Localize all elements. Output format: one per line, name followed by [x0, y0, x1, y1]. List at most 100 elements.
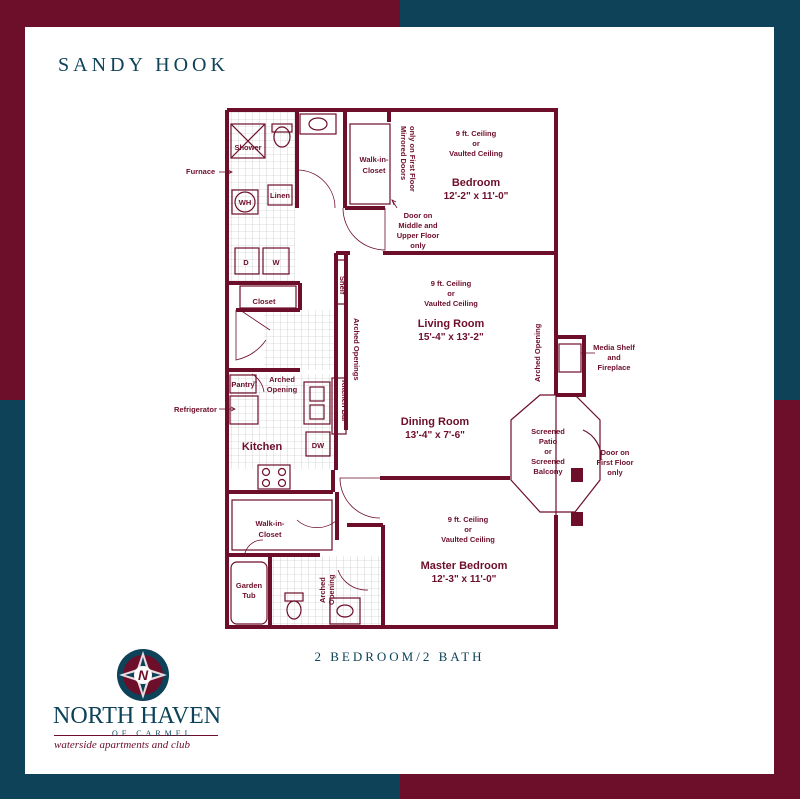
label-media-shelf-2: and — [607, 353, 621, 362]
dishwasher — [305, 431, 331, 457]
label-garden-tub-1: Garden — [236, 581, 263, 590]
label-master-bedroom-size: 12'-3" x 11'-0" — [432, 574, 497, 585]
label-living-room-size: 15'-4" x 13'-2" — [418, 332, 484, 343]
label-dining-room: Dining Room — [401, 416, 470, 428]
door-swings — [235, 169, 386, 591]
label-mirrored-doors-1: Mirrored Doors — [399, 126, 408, 180]
label-kitchen: Kitchen — [242, 441, 283, 453]
label-arched-opening-bath-1: Arched — [318, 577, 327, 603]
label-ceiling-living-2: or — [447, 289, 455, 298]
toilet-tank-1 — [271, 123, 293, 133]
label-screened-patio-4: Screened — [531, 457, 565, 466]
label-dining-room-size: 13'-4" x 7'-6" — [405, 430, 465, 441]
dryer — [234, 247, 260, 275]
label-pantry: Pantry — [231, 380, 255, 389]
balcony-bay — [510, 335, 602, 526]
media-shelf — [558, 343, 582, 373]
label-arched-opening-bath-2: Opening — [327, 574, 336, 605]
label-door-first-1: Door on — [601, 448, 630, 457]
floor-plan-panel: SANDY HOOK — [25, 27, 774, 774]
label-bedroom: Bedroom — [452, 177, 501, 189]
tile-floor-bath-2 — [271, 556, 383, 626]
label-ceiling-bedroom-2: or — [472, 139, 480, 148]
kitchen-bar — [331, 377, 347, 435]
double-sink — [303, 381, 331, 425]
label-door-middle-2: Middle and — [398, 221, 438, 230]
label-mirrored-doors-2: only on First Floor — [408, 126, 417, 192]
label-ceiling-master-3: Vaulted Ceiling — [441, 535, 495, 544]
refrigerator — [229, 395, 259, 425]
pantry — [229, 374, 257, 394]
label-door-middle-3: Upper Floor — [397, 231, 440, 240]
shelf — [335, 259, 347, 305]
logo-tagline: waterside apartments and club — [54, 739, 190, 751]
washer — [262, 247, 290, 275]
label-wh: WH — [239, 198, 252, 207]
room-labels: Shower Furnace WH Linen D W Closet Pantr… — [174, 126, 635, 605]
logo-name: NORTH HAVEN — [53, 703, 222, 729]
label-linen: Linen — [270, 191, 290, 200]
label-washer: W — [272, 258, 280, 267]
label-screened-patio-3: or — [544, 447, 552, 456]
label-walkin-closet-2b: Closet — [259, 530, 282, 539]
garden-tub — [230, 561, 268, 625]
sink-1 — [299, 113, 337, 135]
label-shower: Shower — [234, 143, 261, 152]
label-garden-tub-2: Tub — [242, 591, 256, 600]
label-walkin-closet-1b: Closet — [363, 166, 386, 175]
label-arched-opening-kitchen-2: Opening — [267, 385, 298, 394]
label-dw: DW — [312, 441, 325, 450]
label-furnace: Furnace — [186, 167, 215, 176]
logo-subname: OF CARMEL — [112, 729, 194, 738]
pointer-arrows — [219, 169, 595, 412]
label-ceiling-living-1: 9 ft. Ceiling — [431, 279, 472, 288]
label-bedroom-size: 12'-2" x 11'-0" — [444, 191, 509, 202]
logo: N NORTH HAVEN OF CARMEL waterside apartm… — [50, 647, 230, 757]
walkin-closet-1 — [349, 123, 391, 205]
label-kitchen-bar: Kitchen Bar — [340, 380, 349, 422]
label-master-bedroom: Master Bedroom — [421, 560, 508, 572]
label-arched-opening-media: Arched Opening — [533, 323, 542, 382]
walkin-closet-2 — [231, 499, 333, 551]
label-walkin-closet-1a: Walk-in- — [360, 155, 389, 164]
sink-2 — [329, 597, 361, 625]
plan-subtitle: 2 BEDROOM/2 BATH — [314, 649, 485, 664]
label-ceiling-master-1: 9 ft. Ceiling — [448, 515, 489, 524]
closet-hall — [239, 285, 297, 309]
compass-star-icon: N — [117, 649, 169, 701]
label-media-shelf-1: Media Shelf — [593, 343, 635, 352]
tile-floor-bath-1 — [229, 112, 295, 282]
fixtures — [229, 113, 582, 625]
label-screened-patio-5: Balcony — [533, 467, 563, 476]
label-door-first-3: only — [607, 468, 623, 477]
logo-monogram: N — [138, 667, 149, 683]
label-screened-patio-2: Patio — [539, 437, 558, 446]
label-ceiling-bedroom-3: Vaulted Ceiling — [449, 149, 503, 158]
label-walkin-closet-2a: Walk-in- — [256, 519, 285, 528]
linen-closet — [267, 184, 293, 206]
label-ceiling-bedroom-1: 9 ft. Ceiling — [456, 129, 497, 138]
label-ceiling-master-2: or — [464, 525, 472, 534]
floor-plan-drawing: Shower Furnace WH Linen D W Closet Pantr… — [174, 108, 635, 629]
label-media-shelf-3: Fireplace — [598, 363, 631, 372]
label-door-middle-1: Door on — [404, 211, 433, 220]
tile-floors — [229, 112, 383, 626]
plan-title: SANDY HOOK — [58, 54, 229, 76]
label-living-room: Living Room — [418, 318, 485, 330]
label-screened-patio-1: Screened — [531, 427, 565, 436]
label-ceiling-living-3: Vaulted Ceiling — [424, 299, 478, 308]
label-door-first-2: First Floor — [596, 458, 633, 467]
label-closet: Closet — [253, 297, 276, 306]
shower-stall — [230, 123, 266, 159]
label-refrigerator: Refrigerator — [174, 405, 217, 414]
tile-floor-kitchen — [229, 374, 334, 469]
logo-rule — [54, 735, 218, 736]
water-heater — [231, 189, 259, 215]
range — [257, 464, 291, 490]
label-dryer: D — [243, 258, 249, 267]
label-arched-opening-kitchen-1: Arched — [269, 375, 295, 384]
tile-floor-hall — [264, 310, 336, 370]
label-arched-openings: Arched Openings — [352, 318, 361, 381]
label-door-middle-4: only — [410, 241, 426, 250]
label-shelf: Shelf — [338, 276, 347, 295]
